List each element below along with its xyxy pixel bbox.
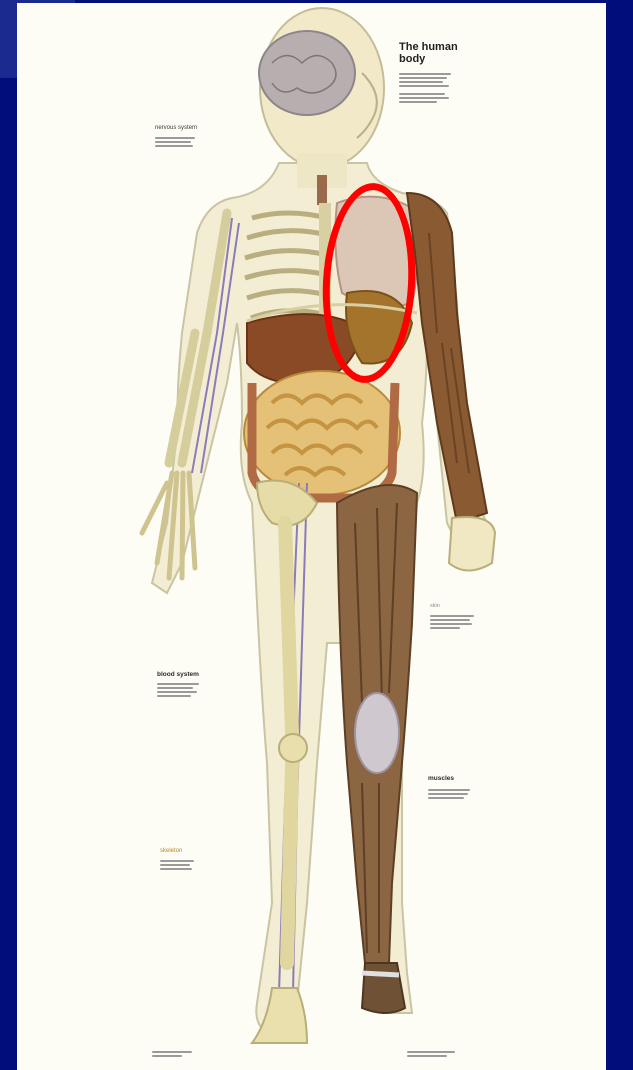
right-hand: [449, 517, 495, 571]
footer-caption-right: [407, 1051, 457, 1059]
title-caption-2: [399, 93, 451, 105]
poster-title: The human body: [399, 41, 509, 65]
knee: [279, 734, 307, 762]
skeleton-caption: [160, 860, 196, 872]
label-nervous-system: nervous system: [155, 125, 197, 131]
trachea: [317, 175, 327, 205]
title-line-1: The human: [399, 41, 509, 53]
brain: [259, 31, 355, 115]
body-illustration: [17, 3, 606, 1070]
ankle-band: [362, 973, 399, 975]
right-foot: [362, 963, 405, 1013]
blood-caption: [157, 683, 201, 699]
muscles-caption: [428, 789, 472, 801]
intestines: [244, 371, 400, 495]
label-skin: skin: [430, 603, 440, 609]
title-line-2: body: [399, 53, 509, 65]
label-muscles: muscles: [428, 775, 454, 782]
knee-tendon: [355, 693, 399, 773]
label-blood-system: blood system: [157, 671, 199, 678]
label-skeleton: skeleton: [160, 848, 182, 854]
skin-caption: [430, 615, 476, 631]
anatomy-poster: The human body nervous system blood syst…: [17, 3, 606, 1070]
title-caption: [399, 73, 451, 89]
nervous-caption: [155, 137, 197, 149]
footer-caption-left: [152, 1051, 196, 1059]
